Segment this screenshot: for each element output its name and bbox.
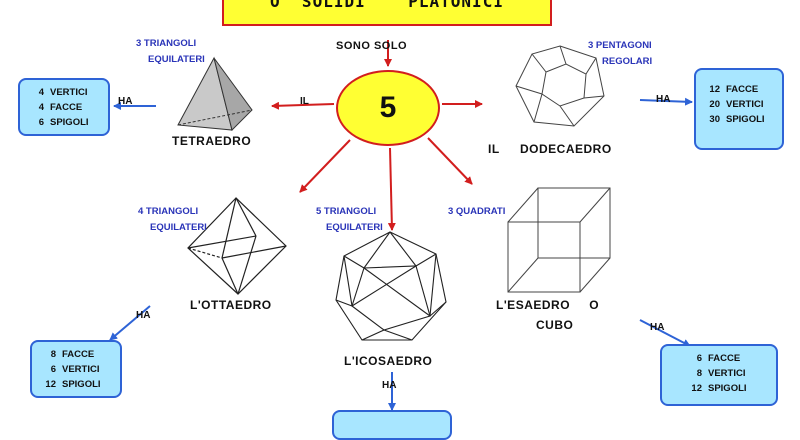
icosaedro-ha: HA [382, 380, 397, 391]
esaedro-faces-desc: 3 QUADRATI [448, 206, 506, 217]
tetraedro-faces-desc-2: EQUILATERI [148, 54, 205, 65]
dodecaedro-name: DODECAEDRO [520, 142, 612, 156]
arrow-to-ottaedro [299, 139, 351, 193]
dodecaedro-ha: HA [656, 94, 671, 105]
tetrahedron-drawing [177, 56, 253, 131]
esaedro-ha: HA [650, 322, 665, 333]
title-box: O SOLIDI PLATONICI [222, 0, 552, 26]
icosaedro-faces-desc-1: 5 TRIANGOLI [316, 206, 377, 217]
arrow-to-tetraedro [271, 101, 335, 110]
center-caption: SONO SOLO [336, 40, 408, 52]
diagram-graphics [109, 40, 693, 411]
ottaedro-name: L'OTTAEDRO [190, 298, 272, 312]
ottaedro-faces-desc-1: 4 TRIANGOLI [138, 206, 199, 217]
arrow-cubo-box [639, 319, 691, 347]
dodecaedro-faces-desc-2: REGOLARI [602, 56, 653, 67]
icosaedro-faces-desc-2: EQUILATERI [326, 222, 383, 233]
ottaedro-faces-desc-2: EQUILATERI [150, 222, 207, 233]
tetraedro-name: TETRAEDRO [172, 134, 252, 148]
arrow-otta-box [109, 305, 151, 341]
arrow-dodeca-box [639, 97, 693, 106]
il-connector: IL [300, 96, 309, 107]
icosaedro-name: L'ICOSAEDRO [344, 354, 433, 368]
red-arrows [271, 40, 483, 231]
esaedro-name: L'ESAEDRO O [496, 298, 600, 312]
dodecaedro-faces-desc-1: 3 PENTAGONI [588, 40, 652, 51]
cube-drawing [507, 187, 611, 293]
diagram-title: O SOLIDI PLATONICI [270, 0, 504, 11]
arrow-to-cubo [427, 137, 473, 185]
platonic-count: 5 [379, 91, 397, 124]
icosaedro-info-box [332, 410, 452, 440]
ottaedro-ha: HA [136, 310, 151, 321]
cubo-name: CUBO [536, 318, 574, 332]
octahedron-drawing [187, 197, 287, 295]
arrow-to-icosaedro [387, 147, 396, 231]
tetraedro-ha: HA [118, 96, 133, 107]
dodecaedro-article: IL [488, 142, 500, 156]
blue-arrows [109, 97, 693, 411]
center-ellipse: 5 [336, 70, 440, 146]
tetraedro-faces-desc-1: 3 TRIANGOLI [136, 38, 197, 49]
dodecahedron-drawing [515, 45, 605, 127]
icosahedron-drawing [335, 231, 447, 341]
